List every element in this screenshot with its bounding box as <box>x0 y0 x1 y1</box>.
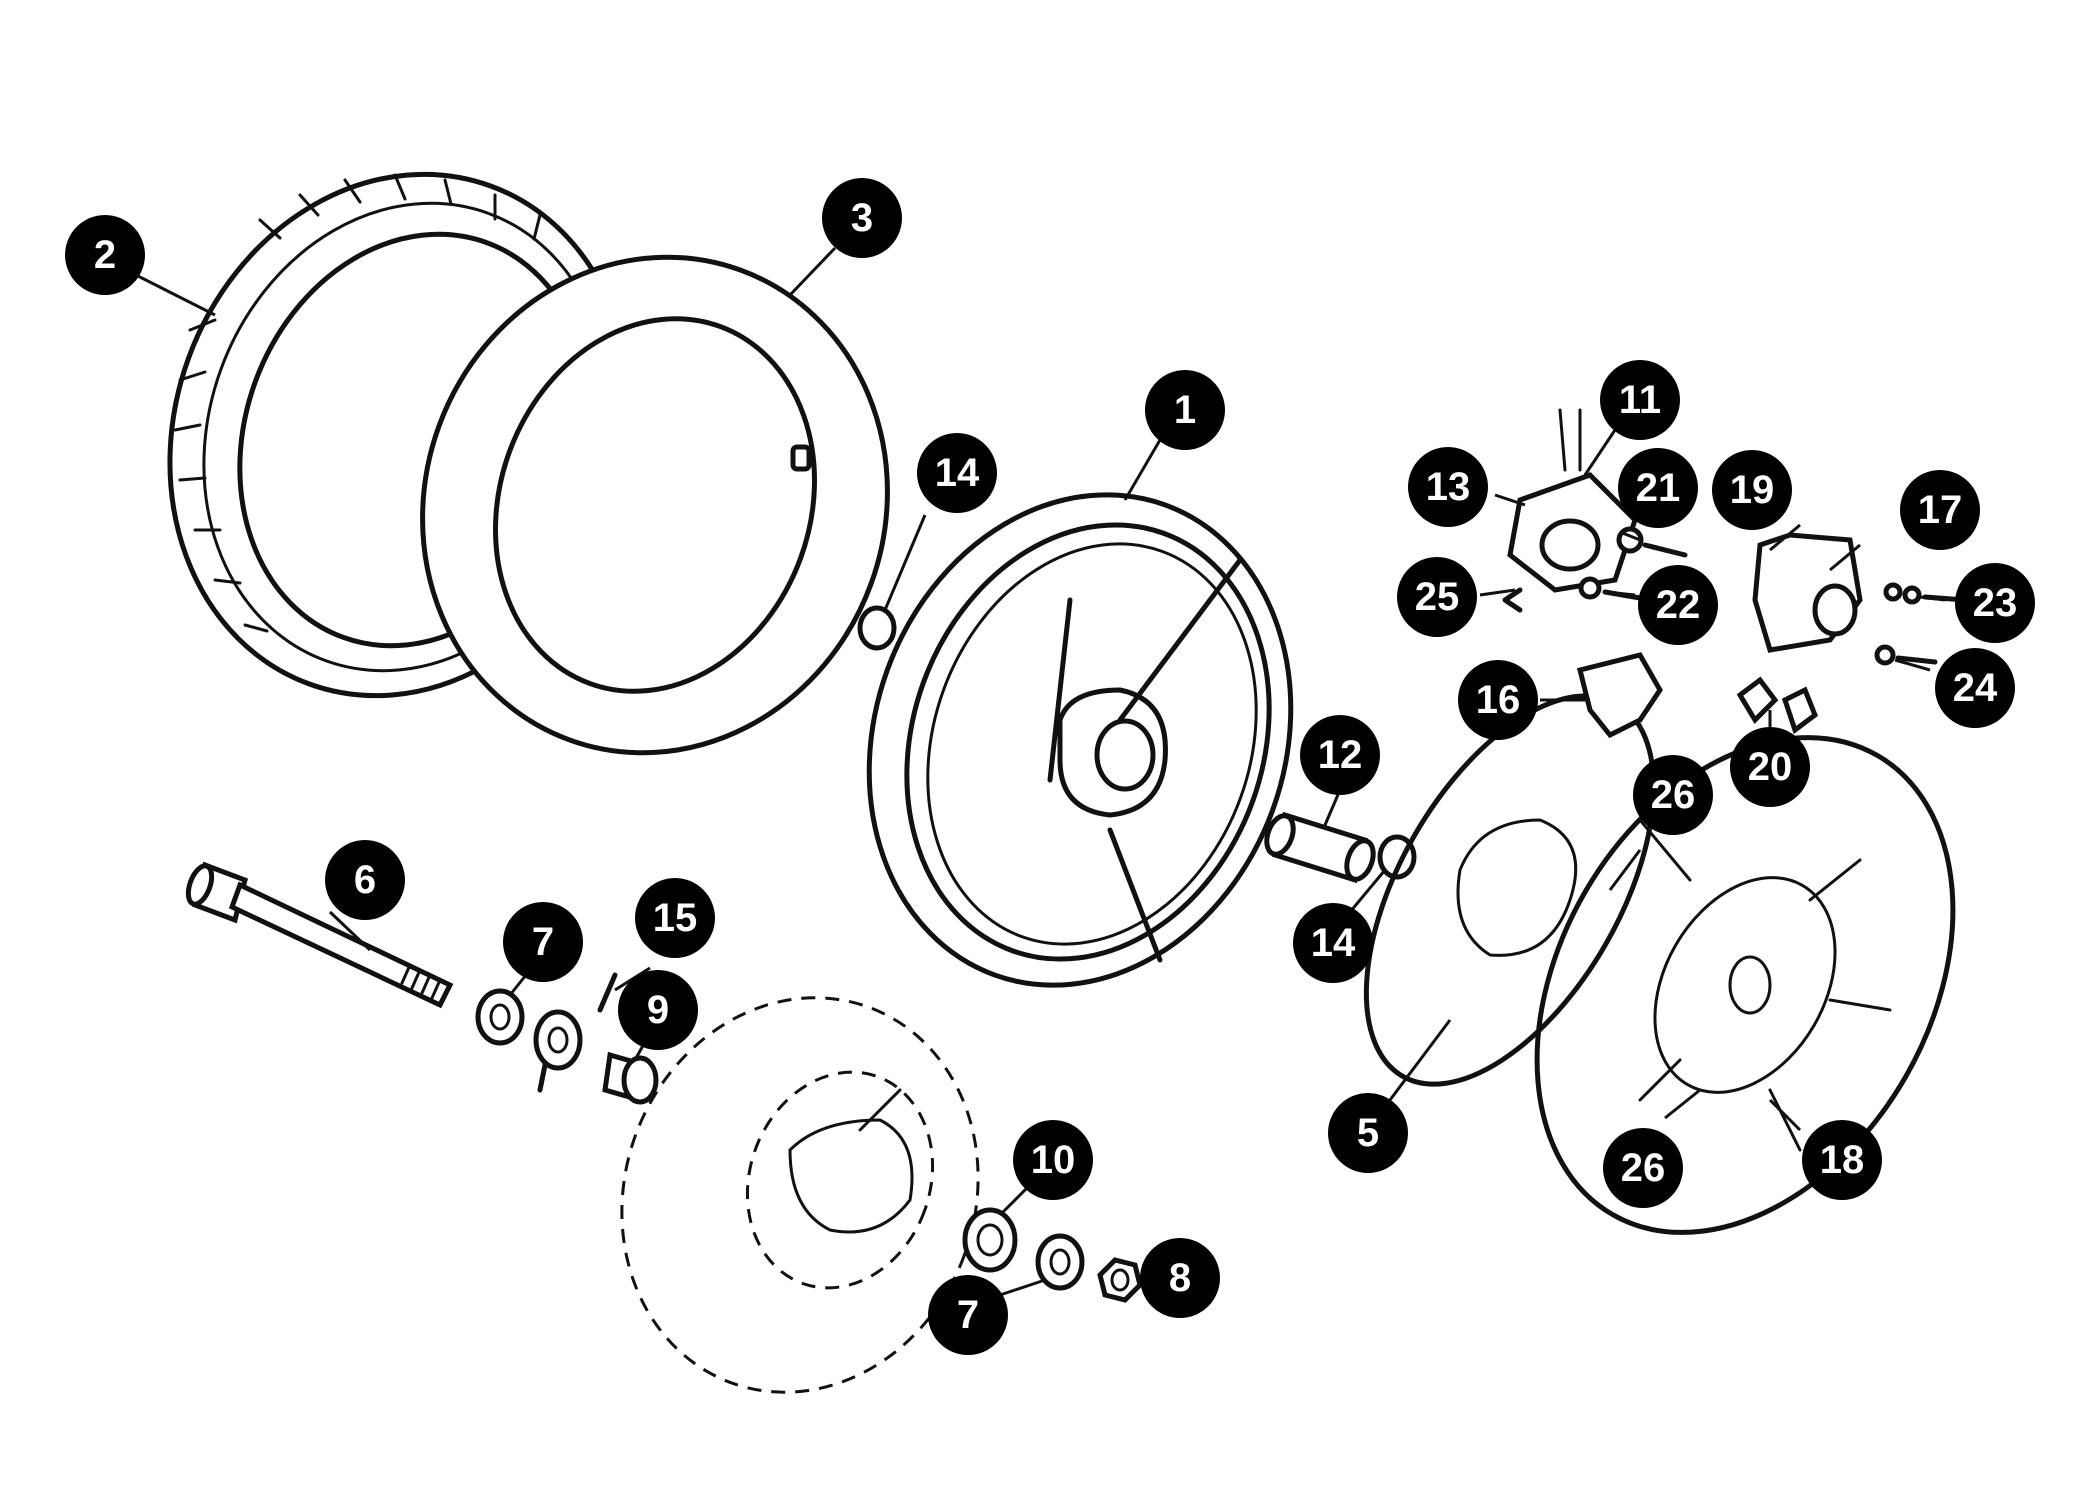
wheel-bearing-upper <box>857 605 897 651</box>
callout-14-lower: 14 <box>1293 903 1373 983</box>
callout-3: 3 <box>822 178 902 258</box>
callout-8: 8 <box>1140 1238 1220 1318</box>
callout-23: 23 <box>1955 563 2035 643</box>
callout-10: 10 <box>1013 1120 1093 1200</box>
callout-5: 5 <box>1328 1093 1408 1173</box>
callout-1: 1 <box>1145 370 1225 450</box>
axle-spacer <box>602 1051 659 1105</box>
callout-11: 11 <box>1600 360 1680 440</box>
svg-text:1: 1 <box>1174 388 1196 432</box>
callout-25: 25 <box>1397 557 1477 637</box>
svg-text:21: 21 <box>1636 466 1681 510</box>
callout-14-upper: 14 <box>917 433 997 513</box>
callout-12: 12 <box>1300 715 1380 795</box>
svg-text:14: 14 <box>935 451 980 495</box>
callout-13: 13 <box>1408 447 1488 527</box>
svg-text:23: 23 <box>1973 581 2018 625</box>
svg-text:10: 10 <box>1031 1138 1076 1182</box>
svg-text:17: 17 <box>1918 488 1963 532</box>
callout-6: 6 <box>325 840 405 920</box>
callout-26-upper: 26 <box>1633 755 1713 835</box>
svg-text:3: 3 <box>851 196 873 240</box>
brake-disc-rear <box>1534 735 1956 1235</box>
valve-stem <box>790 444 812 472</box>
wheel-rim <box>866 492 1294 988</box>
spacer-tube <box>1264 811 1376 884</box>
svg-text:24: 24 <box>1953 666 1998 710</box>
svg-text:22: 22 <box>1656 583 1701 627</box>
svg-text:11: 11 <box>1619 378 1661 422</box>
hub-outline-hidden <box>620 996 980 1394</box>
svg-text:5: 5 <box>1357 1111 1379 1155</box>
svg-text:6: 6 <box>354 858 376 902</box>
brake-pads <box>1736 676 1819 735</box>
callout-24: 24 <box>1935 648 2015 728</box>
hub-bearing <box>962 1207 1018 1273</box>
brake-caliper-right <box>1752 532 1863 653</box>
callout-7-lower: 7 <box>928 1275 1008 1355</box>
speedometer-drive <box>533 972 618 1093</box>
callout-21: 21 <box>1618 448 1698 528</box>
callout-22: 22 <box>1638 565 1718 645</box>
callout-2: 2 <box>65 215 145 295</box>
svg-text:2: 2 <box>94 233 116 277</box>
callout-9: 9 <box>618 970 698 1050</box>
svg-text:25: 25 <box>1415 575 1460 619</box>
svg-text:13: 13 <box>1426 465 1471 509</box>
svg-text:9: 9 <box>647 988 669 1032</box>
svg-text:19: 19 <box>1730 468 1775 512</box>
axle-nut <box>1097 1257 1143 1303</box>
callout-19: 19 <box>1712 450 1792 530</box>
wheel-axle <box>185 861 454 1009</box>
callout-26-lower: 26 <box>1603 1128 1683 1208</box>
caliper-bracket <box>1576 652 1663 739</box>
svg-text:7: 7 <box>957 1293 979 1337</box>
svg-text:18: 18 <box>1820 1138 1865 1182</box>
svg-text:26: 26 <box>1621 1146 1666 1190</box>
svg-text:15: 15 <box>653 896 698 940</box>
callout-7-upper: 7 <box>503 902 583 982</box>
callout-16: 16 <box>1458 660 1538 740</box>
svg-text:8: 8 <box>1169 1256 1191 1300</box>
washer-upper <box>475 988 525 1046</box>
brake-caliper-left <box>1502 408 1638 613</box>
callout-15: 15 <box>635 878 715 958</box>
svg-text:12: 12 <box>1318 733 1363 777</box>
callout-18: 18 <box>1802 1120 1882 1200</box>
svg-text:14: 14 <box>1311 921 1356 965</box>
washer-lower <box>1035 1233 1085 1291</box>
svg-text:16: 16 <box>1476 678 1521 722</box>
callout-17: 17 <box>1900 470 1980 550</box>
callout-20: 20 <box>1730 727 1810 807</box>
svg-text:26: 26 <box>1651 773 1696 817</box>
svg-text:7: 7 <box>532 920 554 964</box>
inner-tube <box>420 254 890 756</box>
svg-text:20: 20 <box>1748 745 1793 789</box>
